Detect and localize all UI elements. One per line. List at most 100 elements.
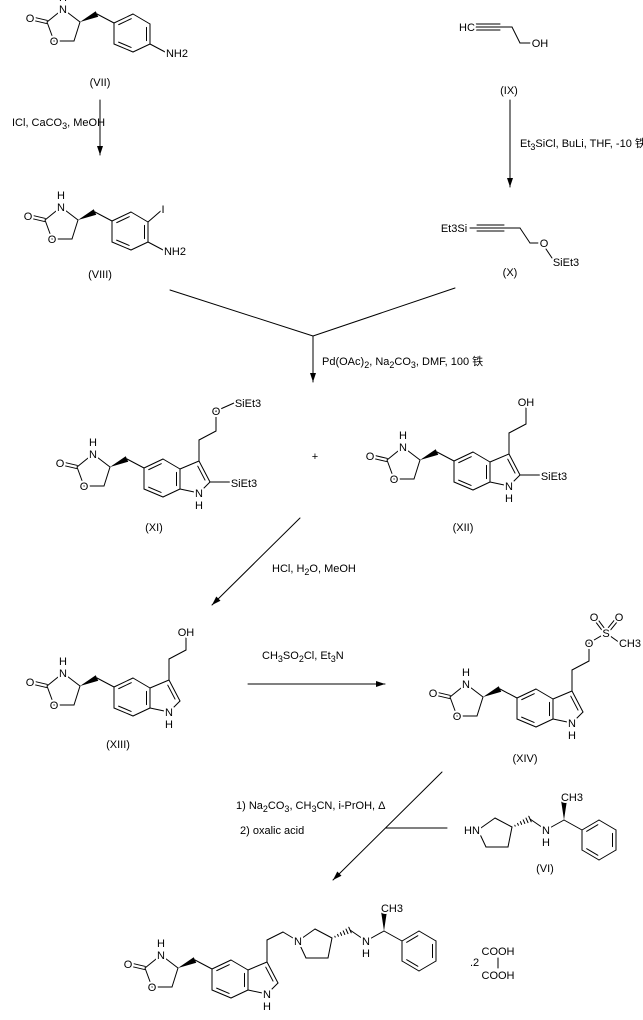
- atom-label-o: O: [453, 711, 462, 723]
- atom-label-o: O: [50, 36, 59, 48]
- double-bond: [604, 615, 619, 633]
- reagent-deprotection: HCl, H2O, MeOH: [272, 563, 356, 577]
- atom-label-o: O: [80, 481, 89, 493]
- atom-label-h: H: [263, 1001, 271, 1013]
- bond: [436, 451, 455, 462]
- bond: [46, 672, 64, 687]
- bond: [179, 460, 200, 470]
- bond: [103, 466, 111, 487]
- bond: [113, 677, 134, 688]
- compound-label-xiii: (XIII): [106, 739, 130, 751]
- bond: [111, 211, 132, 222]
- atom-label-siet3: SiEt3: [541, 471, 567, 483]
- bond: [499, 688, 518, 699]
- bond: [312, 287, 456, 337]
- bond: [144, 954, 162, 969]
- bond: [519, 227, 531, 244]
- bond: [126, 458, 145, 469]
- hashed-bond: [517, 822, 519, 826]
- double-bond-inner: [216, 964, 230, 972]
- bond: [194, 959, 213, 970]
- atom-label-o: O: [590, 612, 599, 624]
- double-bond: [127, 965, 146, 971]
- bond: [477, 817, 496, 831]
- bond: [453, 481, 474, 491]
- plus-sign: +: [312, 451, 318, 463]
- bond: [144, 967, 153, 988]
- arrowhead: [507, 178, 513, 187]
- atom-label-ch3: CH3: [561, 792, 583, 804]
- bond: [477, 829, 487, 848]
- bond: [132, 13, 151, 25]
- bond: [211, 517, 301, 606]
- atom-label-hn: HN: [464, 825, 480, 837]
- bond: [230, 959, 249, 971]
- bond: [143, 488, 164, 498]
- double-bond-inner: [521, 693, 535, 701]
- wedge-bond: [420, 449, 439, 460]
- bond: [266, 961, 279, 984]
- hashed-bond: [337, 933, 339, 937]
- double-bond-inner: [406, 935, 419, 943]
- bond: [179, 488, 200, 494]
- atom-label-h: H: [505, 493, 513, 505]
- bond: [465, 683, 484, 698]
- bond: [169, 289, 314, 337]
- atom-label-h: H: [195, 500, 203, 512]
- bond: [489, 453, 510, 463]
- bond: [598, 849, 617, 861]
- double-bond-inner: [265, 966, 274, 982]
- bond: [449, 683, 467, 698]
- compound-label-vii: (VII): [90, 77, 111, 89]
- atom-label-s: S: [602, 628, 609, 640]
- atom-label-cooh: COOH: [482, 970, 515, 982]
- double-bond-inner: [148, 486, 162, 493]
- bond: [541, 242, 553, 259]
- atom-label-h: H: [59, 0, 67, 4]
- bond: [94, 211, 113, 222]
- bond: [332, 771, 443, 881]
- bond: [73, 685, 81, 706]
- bond: [552, 718, 573, 724]
- bond: [535, 718, 554, 728]
- atom-label-i: I: [161, 204, 164, 216]
- atom-label-o: O: [585, 638, 594, 650]
- wedge-bond: [110, 456, 129, 467]
- bond: [168, 649, 187, 660]
- atom-label-nh2: NH2: [164, 246, 186, 258]
- compound-label-ix: (IX): [500, 85, 518, 97]
- double-bond-inner: [118, 682, 132, 690]
- wedge-bond: [483, 686, 502, 697]
- atom-label-n: N: [505, 481, 513, 493]
- bond: [113, 13, 134, 24]
- bond: [314, 928, 333, 939]
- double-bond-inner: [148, 463, 162, 471]
- atom-label-n: N: [568, 718, 576, 730]
- bond: [472, 481, 491, 491]
- bond: [211, 959, 232, 970]
- compound-label-xii: (XII): [453, 522, 474, 534]
- atom-label-h: H: [165, 719, 173, 731]
- bond: [472, 451, 491, 463]
- atom-label-ch3: CH3: [381, 903, 403, 915]
- double-bond: [432, 690, 451, 696]
- bond: [147, 241, 166, 252]
- atom-label-oh: OH: [518, 397, 535, 409]
- atom-label-h: H: [542, 837, 550, 849]
- bond: [563, 819, 583, 831]
- bond: [44, 219, 53, 240]
- bond: [494, 817, 513, 828]
- bond: [160, 954, 179, 969]
- reagent-coupling-step1: 1) Na2CO3, CH3CN, i-PrOH, Δ: [236, 800, 386, 814]
- compound-label-viii: (VIII): [88, 269, 112, 281]
- atom-label-h: H: [57, 190, 65, 202]
- reagent-iodination: ICl, CaCO3, MeOH: [12, 117, 105, 131]
- atom-label-oh: OH: [532, 38, 549, 50]
- double-bond-inner: [116, 216, 130, 224]
- double-bond-inner: [116, 239, 130, 246]
- bond: [76, 453, 94, 468]
- bond: [130, 211, 149, 223]
- double-bond-inner: [118, 41, 132, 48]
- atom-label-nh2: NH2: [166, 48, 188, 60]
- atom-label-h: H: [568, 730, 576, 742]
